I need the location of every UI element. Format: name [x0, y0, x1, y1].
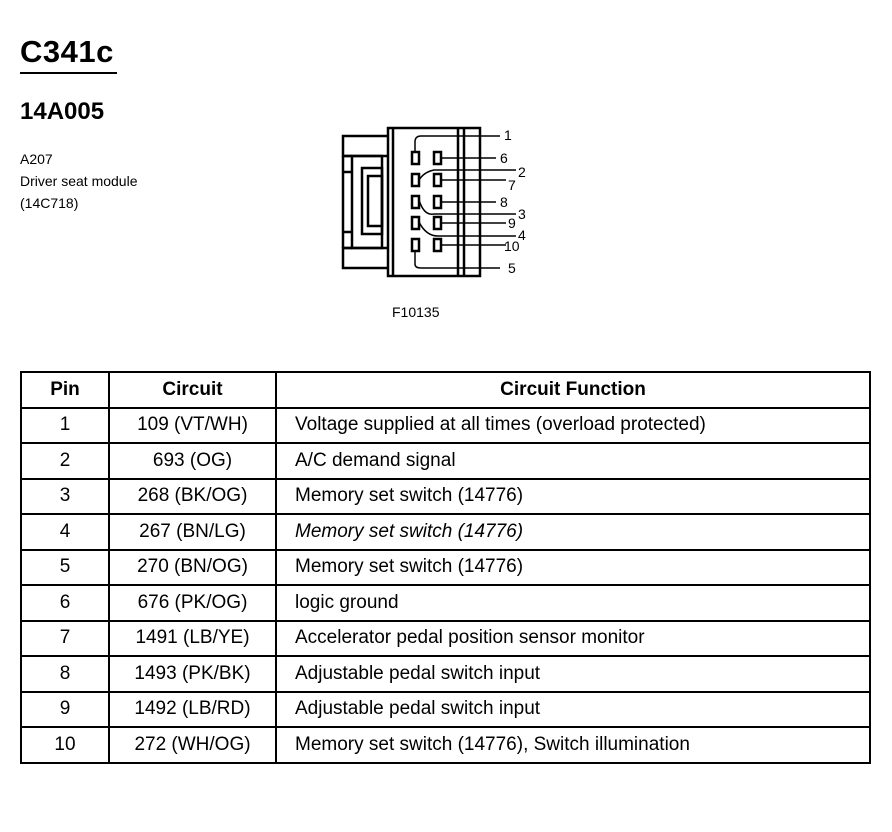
leader-pin-4 [418, 221, 516, 237]
cell-pin: 2 [20, 442, 110, 480]
cell-pin: 8 [20, 655, 110, 693]
cell-function: Memory set switch (14776), Switch illumi… [275, 726, 871, 764]
table-row: 5 270 (BN/OG) Memory set switch (14776) [20, 548, 871, 586]
header-circuit: Circuit [108, 371, 277, 409]
leader-pin-5 [414, 251, 500, 269]
table-row: 3 268 (BK/OG) Memory set switch (14776) [20, 477, 871, 515]
cell-function: logic ground [275, 584, 871, 622]
pin-label-3: 3 [518, 206, 526, 222]
cell-circuit: 268 (BK/OG) [108, 477, 277, 515]
table-row: 4 267 (BN/LG) Memory set switch (14776) [20, 513, 871, 551]
pin-label-2: 2 [518, 164, 526, 180]
cell-circuit: 1492 (LB/RD) [108, 690, 277, 728]
table-row: 1 109 (VT/WH) Voltage supplied at all ti… [20, 406, 871, 444]
table-header-row: Pin Circuit Circuit Function [20, 371, 871, 409]
cell-pin: 3 [20, 477, 110, 515]
cell-pin: 7 [20, 619, 110, 657]
cavity-6 [432, 150, 443, 166]
header-pin: Pin [20, 371, 110, 409]
figure-id: F10135 [392, 304, 440, 320]
table-row: 2 693 (OG) A/C demand signal [20, 442, 871, 480]
pin-label-10: 10 [504, 238, 520, 254]
table-row: 10 272 (WH/OG) Memory set switch (14776)… [20, 726, 871, 764]
cell-pin: 9 [20, 690, 110, 728]
cavity-3 [410, 194, 421, 210]
header-circuit-function: Circuit Function [275, 371, 871, 409]
cell-pin: 5 [20, 548, 110, 586]
cavity-8 [432, 194, 443, 210]
table-row: 7 1491 (LB/YE) Accelerator pedal positio… [20, 619, 871, 657]
cell-function: Accelerator pedal position sensor monito… [275, 619, 871, 657]
connector-latch-top [341, 134, 388, 158]
pin-table: Pin Circuit Circuit Function 1 109 (VT/W… [20, 371, 871, 764]
connector-latch-bottom [341, 246, 388, 270]
cavity-4 [410, 215, 421, 231]
cell-circuit: 267 (BN/LG) [108, 513, 277, 551]
cell-function: Voltage supplied at all times (overload … [275, 406, 871, 444]
cell-circuit: 1491 (LB/YE) [108, 619, 277, 657]
cell-circuit: 1493 (PK/BK) [108, 655, 277, 693]
cavity-1 [410, 150, 421, 166]
table-row: 8 1493 (PK/BK) Adjustable pedal switch i… [20, 655, 871, 693]
cell-pin: 6 [20, 584, 110, 622]
cell-pin: 1 [20, 406, 110, 444]
table-row: 9 1492 (LB/RD) Adjustable pedal switch i… [20, 690, 871, 728]
cavity-7 [432, 172, 443, 188]
pin-label-9: 9 [508, 215, 516, 231]
cell-pin: 4 [20, 513, 110, 551]
leader-pin-1 [414, 135, 500, 152]
cell-function: Memory set switch (14776) [275, 513, 871, 551]
component-description: A207 Driver seat module (14C718) [20, 148, 138, 214]
cell-function: Memory set switch (14776) [275, 477, 871, 515]
pin-label-4: 4 [518, 227, 526, 243]
cell-circuit: 693 (OG) [108, 442, 277, 480]
cell-circuit: 109 (VT/WH) [108, 406, 277, 444]
leader-pin-3 [418, 199, 516, 215]
cell-circuit: 270 (BN/OG) [108, 548, 277, 586]
cavity-9 [432, 215, 443, 231]
cell-pin: 10 [20, 726, 110, 764]
title-underline [20, 72, 117, 74]
pin-label-6: 6 [500, 150, 508, 166]
pin-label-5: 5 [508, 260, 516, 276]
leader-pin-2 [418, 169, 516, 181]
cavity-2 [410, 172, 421, 188]
table-row: 6 676 (PK/OG) logic ground [20, 584, 871, 622]
pin-label-1: 1 [504, 127, 512, 143]
cavity-10 [432, 237, 443, 253]
pin-label-7: 7 [508, 177, 516, 193]
component-name: Driver seat module [20, 173, 138, 189]
component-code: A207 [20, 151, 53, 167]
connector-title: C341c [20, 34, 114, 69]
cell-function: Adjustable pedal switch input [275, 690, 871, 728]
cell-function: Memory set switch (14776) [275, 548, 871, 586]
component-part-number: (14C718) [20, 195, 79, 211]
cavity-5 [410, 237, 421, 253]
cell-function: A/C demand signal [275, 442, 871, 480]
part-number: 14A005 [20, 98, 105, 125]
cell-circuit: 676 (PK/OG) [108, 584, 277, 622]
pin-label-8: 8 [500, 194, 508, 210]
cell-circuit: 272 (WH/OG) [108, 726, 277, 764]
cell-function: Adjustable pedal switch input [275, 655, 871, 693]
connector-diagram: 1 6 2 7 8 3 9 4 10 5 [341, 126, 526, 278]
